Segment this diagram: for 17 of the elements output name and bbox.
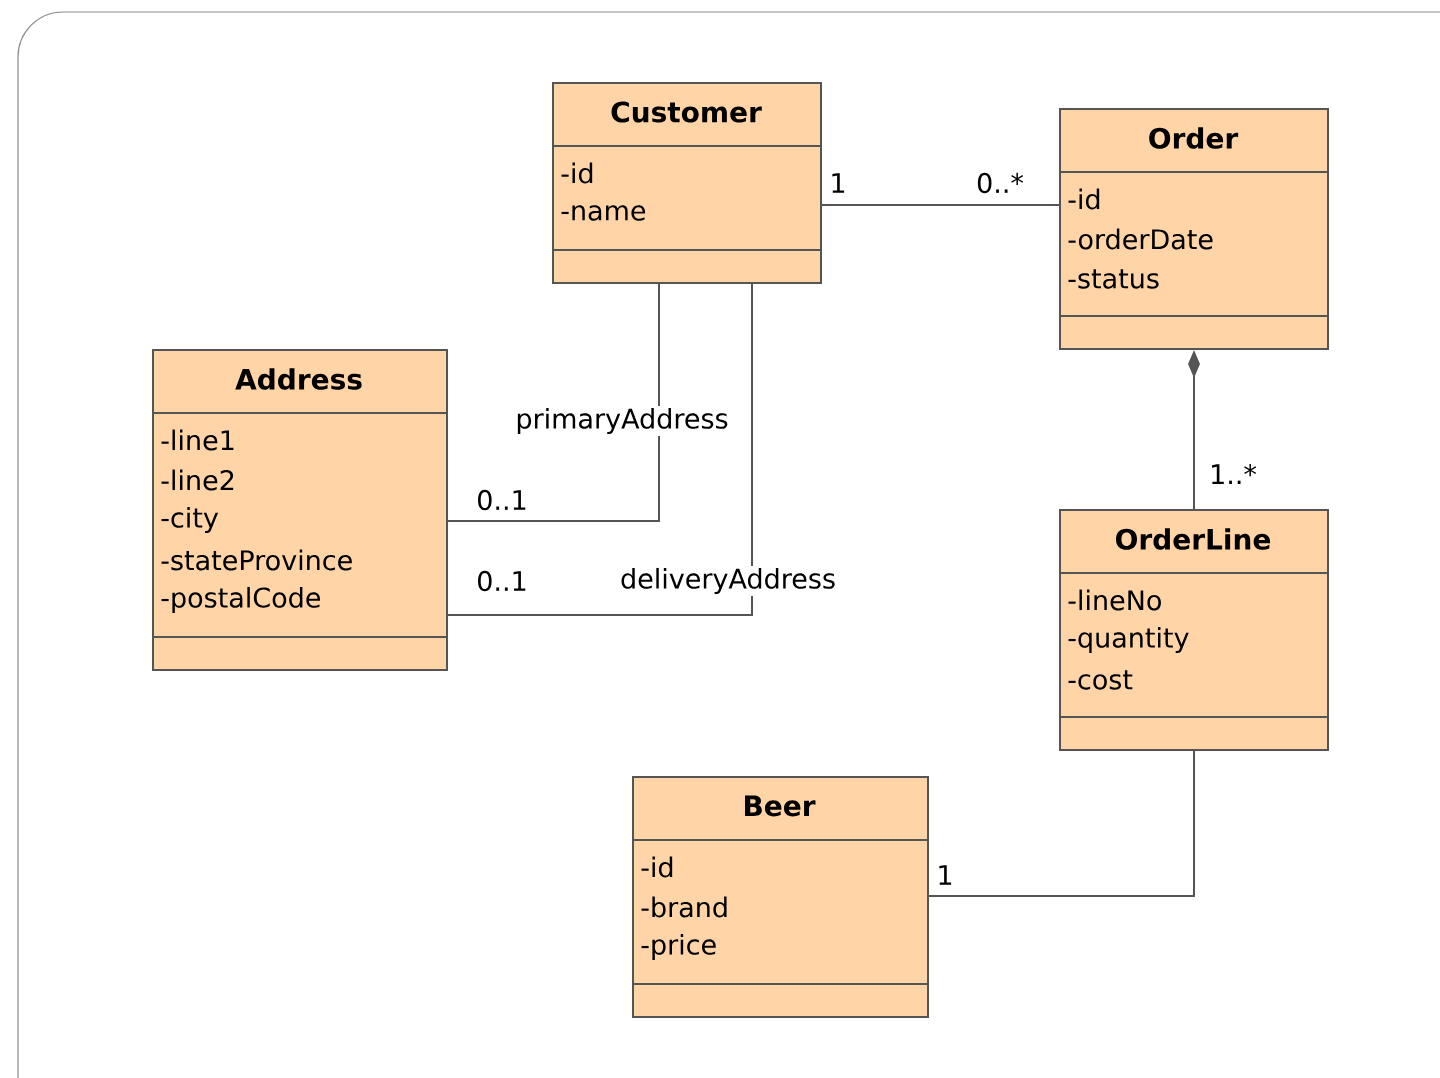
association-line (928, 750, 1195, 897)
class-box: Address -line1 -line2 -city -stateProvince -postalCode (151, 349, 448, 671)
multiplicity-label: 0..1 (478, 489, 526, 511)
multiplicity-label: 1 (939, 865, 952, 885)
association-line (821, 204, 1060, 206)
class-box: Order -id -orderDate -status (1058, 108, 1329, 350)
multiplicity-label: 0..1 (478, 570, 526, 592)
class-box: OrderLine -lineNo -quantity -cost (1058, 509, 1329, 751)
multiplicity-label: 0..* (977, 172, 1024, 194)
multiplicity-label: 1 (832, 173, 845, 193)
edge-label: deliveryAddress (618, 565, 838, 597)
multiplicity-label: 1..* (1212, 463, 1257, 484)
association-line (447, 283, 660, 522)
class-box: Beer -id -brand -price (631, 776, 929, 1018)
edge-label: primaryAddress (513, 405, 731, 437)
association-line (447, 283, 753, 616)
class-box: Customer -id -name (551, 82, 822, 284)
